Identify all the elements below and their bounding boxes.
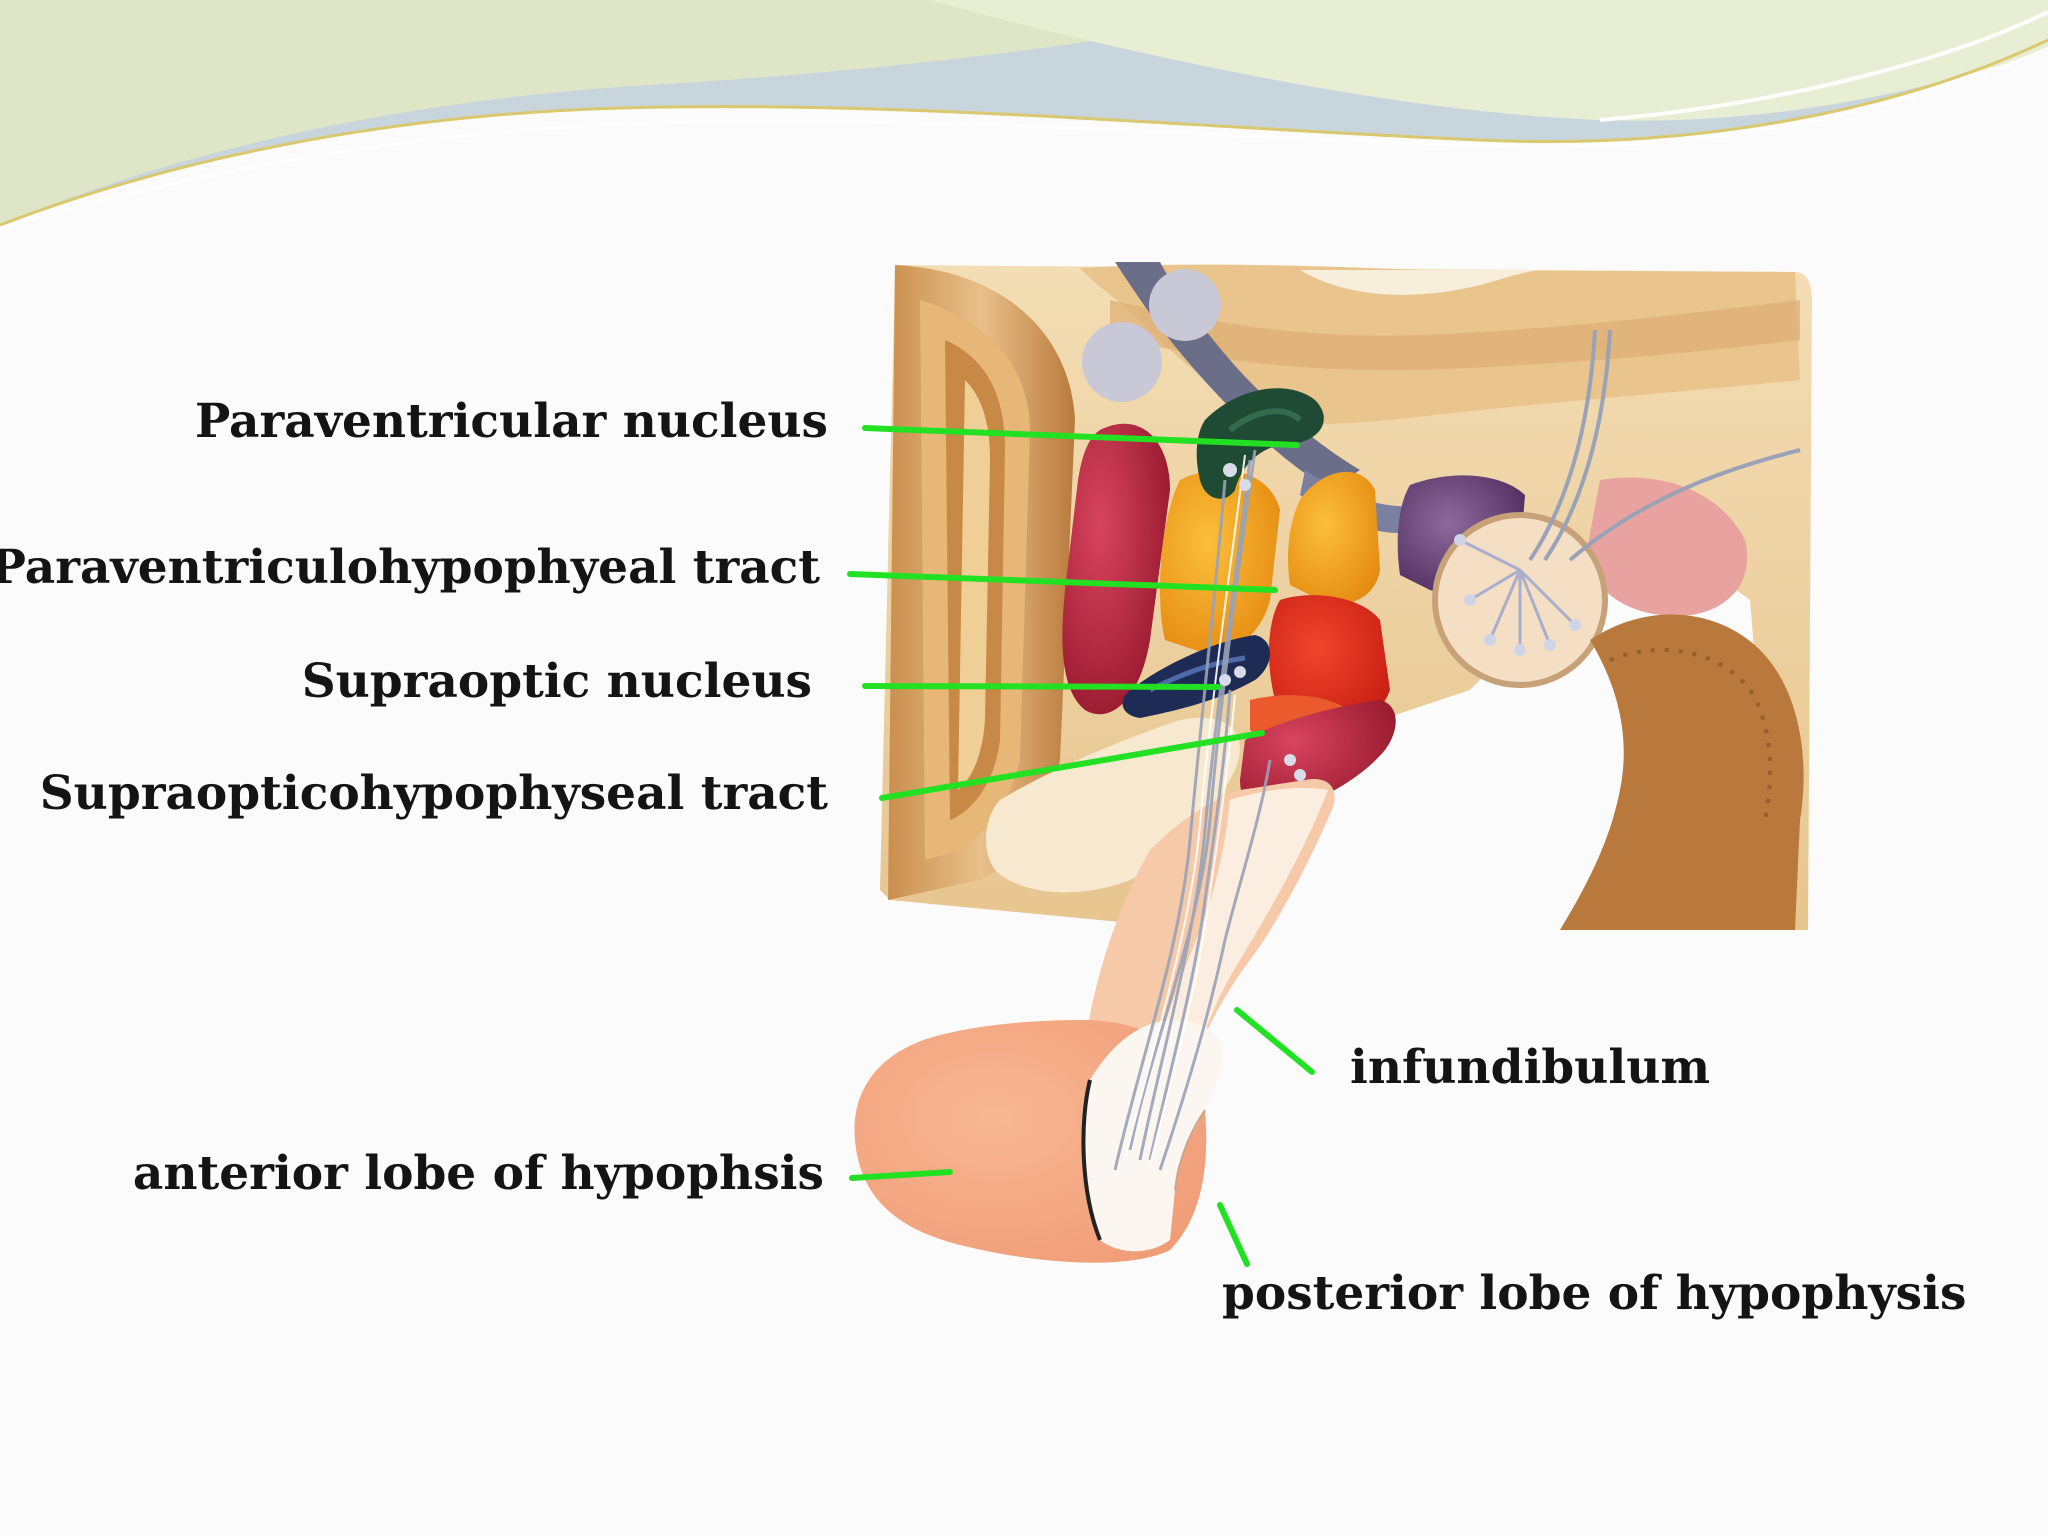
- leader-infundibulum: [1234, 1007, 1315, 1075]
- label-paraventricular-nucleus: Paraventricular nucleus: [194, 394, 828, 449]
- leader-supraoptic-nucleus: [862, 683, 1221, 690]
- leader-posterior-lobe: [1217, 1202, 1250, 1267]
- label-supraopticohypophyseal-tract: Supraopticohypophyseal tract: [39, 766, 828, 821]
- leader-paraventriculohypophyseal-tract: [847, 571, 1278, 593]
- label-anterior-lobe: anterior lobe of hypophsis: [132, 1146, 824, 1201]
- label-posterior-lobe: posterior lobe of hypophysis: [1222, 1266, 1967, 1321]
- label-paraventriculohypophyseal-tract: Paraventriculohypophyeal tract: [0, 540, 820, 595]
- label-supraoptic-nucleus: Supraoptic nucleus: [301, 654, 812, 709]
- leader-supraopticohypophyseal-tract: [879, 730, 1265, 801]
- label-infundibulum: infundibulum: [1350, 1040, 1711, 1095]
- leader-anterior-lobe: [849, 1169, 953, 1181]
- leader-paraventricular-nucleus: [862, 425, 1300, 448]
